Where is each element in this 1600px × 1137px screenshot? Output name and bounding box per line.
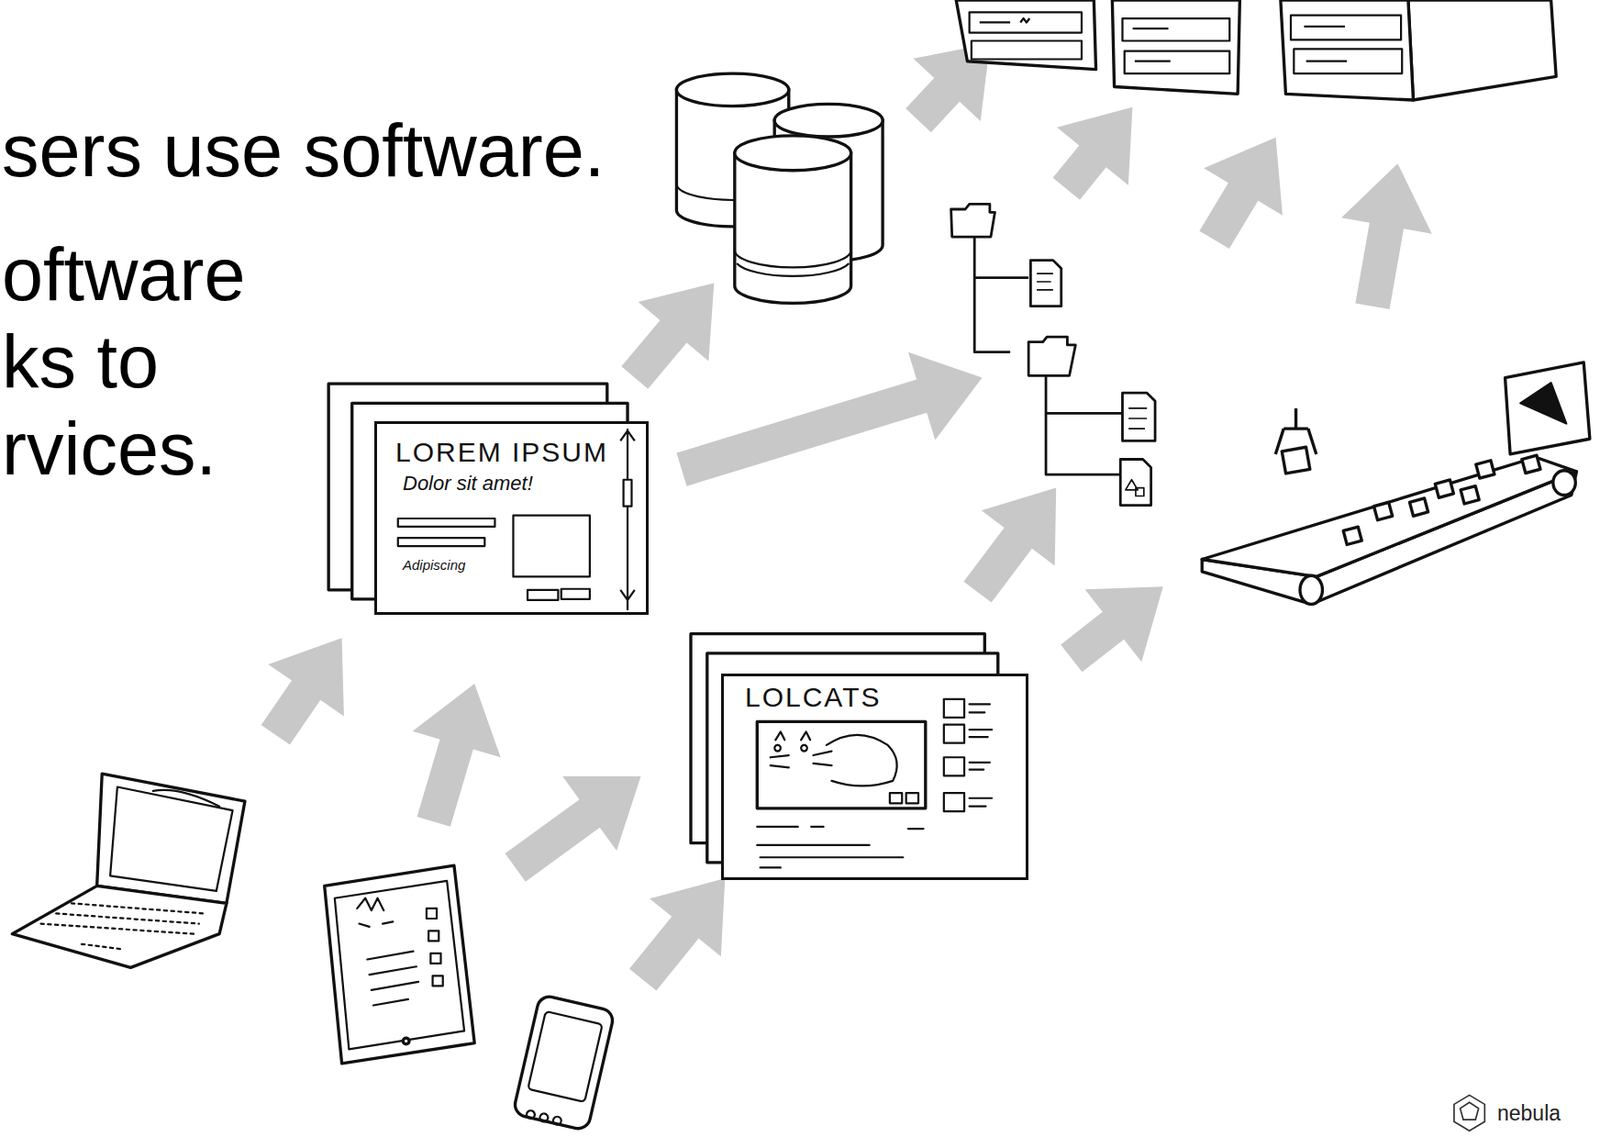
- conveyor-sketch-part: [1476, 460, 1495, 478]
- database-sketch: [676, 73, 883, 303]
- conveyor-sketch-part: [1374, 501, 1393, 520]
- flow-arrows-part: [667, 333, 996, 514]
- phone-sketch: [512, 994, 615, 1132]
- web-page-sketch: [328, 383, 649, 615]
- file-tree-sketch-part: [1028, 336, 1076, 376]
- tablet-sketch: [324, 865, 475, 1064]
- logo-icon-part: [1460, 1101, 1479, 1120]
- logo-icon: [1454, 1094, 1485, 1131]
- flow-arrows-part: [488, 739, 668, 905]
- file-tree-sketch-part: [1128, 408, 1147, 429]
- cat-page-sketch-part: [944, 724, 965, 744]
- cat-page-sketch-part: [944, 792, 965, 812]
- file-tree-sketch-part: [1125, 479, 1145, 497]
- cat-page-sketch: [690, 633, 1029, 880]
- tablet-sketch-part: [334, 880, 465, 1050]
- flow-arrows-part: [941, 459, 1094, 620]
- server-rack-sketch-part: [1408, 0, 1556, 100]
- conveyor-sketch-part: [1460, 486, 1479, 504]
- phone-sketch-part: [512, 994, 615, 1132]
- web-page-sketch-part: [623, 479, 633, 507]
- database-sketch-part: [676, 73, 789, 107]
- conveyor-sketch-part: [1275, 408, 1316, 455]
- file-tree-sketch: [951, 203, 1156, 505]
- server-rack-sketch-part: [1111, 0, 1240, 94]
- laptop-sketch-part: [110, 787, 233, 891]
- page-caption: Adipiscing: [402, 556, 466, 573]
- conveyor-sketch-part: [1300, 575, 1323, 604]
- page-subheading: Dolor sit amet!: [402, 471, 534, 496]
- file-tree-sketch-part: [1120, 458, 1151, 505]
- web-page-sketch-part: [398, 537, 486, 546]
- file-tree-sketch-part: [1030, 260, 1061, 307]
- file-tree-sketch-part: [1122, 392, 1156, 441]
- conveyor-sketch-part: [1281, 446, 1311, 474]
- database-sketch-part: [734, 153, 852, 303]
- server-rack-sketch: [955, 0, 1556, 100]
- cat-page-sketch-part: [906, 792, 919, 803]
- laptop-sketch-part: [153, 789, 220, 807]
- flow-arrows-part: [1327, 155, 1444, 314]
- cat-page-sketch-part: [889, 792, 902, 803]
- web-page-sketch-part: [527, 589, 558, 600]
- web-page-sketch-part: [561, 588, 590, 600]
- conveyor-sketch-part: [1522, 455, 1541, 473]
- flow-arrows-part: [389, 670, 520, 835]
- database-sketch-part: [734, 135, 852, 171]
- file-tree-sketch-part: [974, 236, 1123, 475]
- conveyor-sketch-part: [1553, 470, 1576, 496]
- cat-page-sketch-part: [969, 703, 992, 806]
- cat-page-sketch-part: [944, 756, 965, 776]
- logo-icon-part: [1454, 1094, 1485, 1131]
- conveyor-sketch-part: [1520, 382, 1567, 423]
- flow-arrows-part: [1043, 550, 1192, 695]
- cat-page-sketch-part: [944, 699, 965, 718]
- cat-page-sketch-part: [756, 721, 926, 809]
- server-rack-sketch-part: [979, 18, 1347, 62]
- web-page-sketch-part: [620, 428, 635, 611]
- conveyor-sketch-part: [1201, 456, 1577, 577]
- conveyor-sketch-part: [1505, 362, 1590, 455]
- conveyor-sketch-part: [1343, 526, 1362, 545]
- flow-arrows-part: [599, 253, 749, 407]
- file-tree-sketch-part: [951, 203, 996, 237]
- tablet-sketch-part: [356, 898, 419, 1006]
- laptop-sketch-part: [40, 902, 204, 949]
- laptop-sketch: [11, 773, 245, 967]
- phone-sketch-part: [526, 1110, 562, 1125]
- web-page-sketch-part: [512, 515, 589, 578]
- cat-page-sketch-part: [756, 826, 923, 867]
- cat-page-window: LOLCATS: [721, 673, 1029, 880]
- phone-sketch-part: [527, 1011, 602, 1102]
- tablet-sketch-part: [426, 908, 444, 987]
- logo-text: nebula: [1497, 1099, 1599, 1127]
- conveyor-sketch-part: [1409, 498, 1428, 516]
- conveyor-sketch: [1201, 362, 1590, 605]
- web-page-sketch-part: [374, 421, 649, 615]
- flow-arrows-part: [1030, 77, 1168, 218]
- flow-arrows-part: [237, 611, 380, 761]
- tablet-sketch-part: [402, 1037, 410, 1045]
- flow-arrows-part: [1175, 113, 1316, 264]
- cat-page-sketch-part: [770, 731, 898, 786]
- page-heading: LOLCATS: [744, 681, 882, 713]
- laptop-sketch-part: [97, 773, 245, 903]
- database-sketch-part: [774, 103, 883, 137]
- page-heading: LOREM IPSUM: [395, 436, 609, 468]
- web-page-sketch-part: [398, 518, 496, 527]
- server-rack-sketch-part: [969, 11, 1403, 74]
- web-page-window: LOREM IPSUM Dolor sit amet! Adipiscing: [374, 421, 649, 615]
- slide-text: oftware ks to rvices.: [1, 231, 278, 493]
- database-sketch-part: [734, 249, 852, 276]
- file-tree-sketch-part: [1036, 273, 1054, 290]
- cat-page-sketch-part: [721, 673, 1029, 880]
- laptop-sketch-part: [11, 885, 227, 967]
- tablet-sketch-part: [324, 865, 475, 1064]
- slide-text: sers use software.: [1, 107, 828, 195]
- conveyor-sketch-part: [1434, 479, 1454, 498]
